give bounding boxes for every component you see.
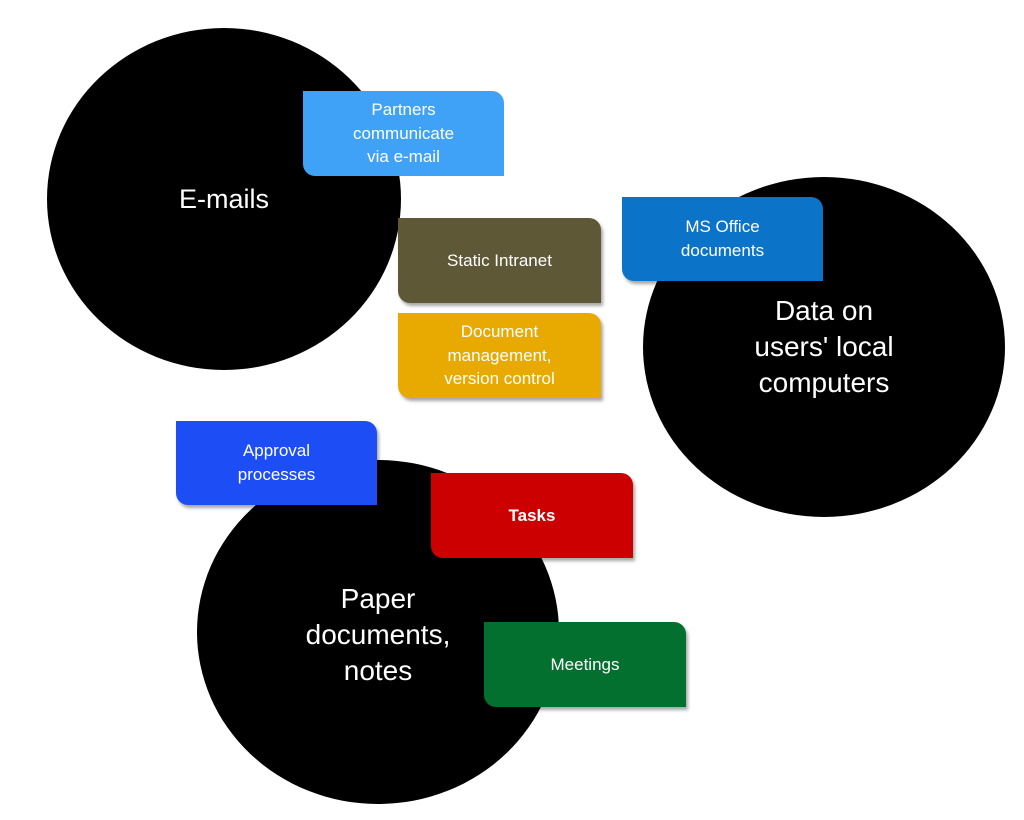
static-intranet-box: Static Intranet [398, 218, 601, 303]
meetings-label: Meetings [550, 654, 620, 674]
emails-circle: E-mails [47, 28, 401, 370]
tasks-label: Tasks [508, 505, 556, 525]
meetings-box: Meetings [484, 622, 686, 707]
tasks-box: Tasks [431, 473, 633, 558]
static-intranet-label: Static Intranet [447, 250, 552, 270]
emails-label: E-mails [178, 183, 269, 214]
